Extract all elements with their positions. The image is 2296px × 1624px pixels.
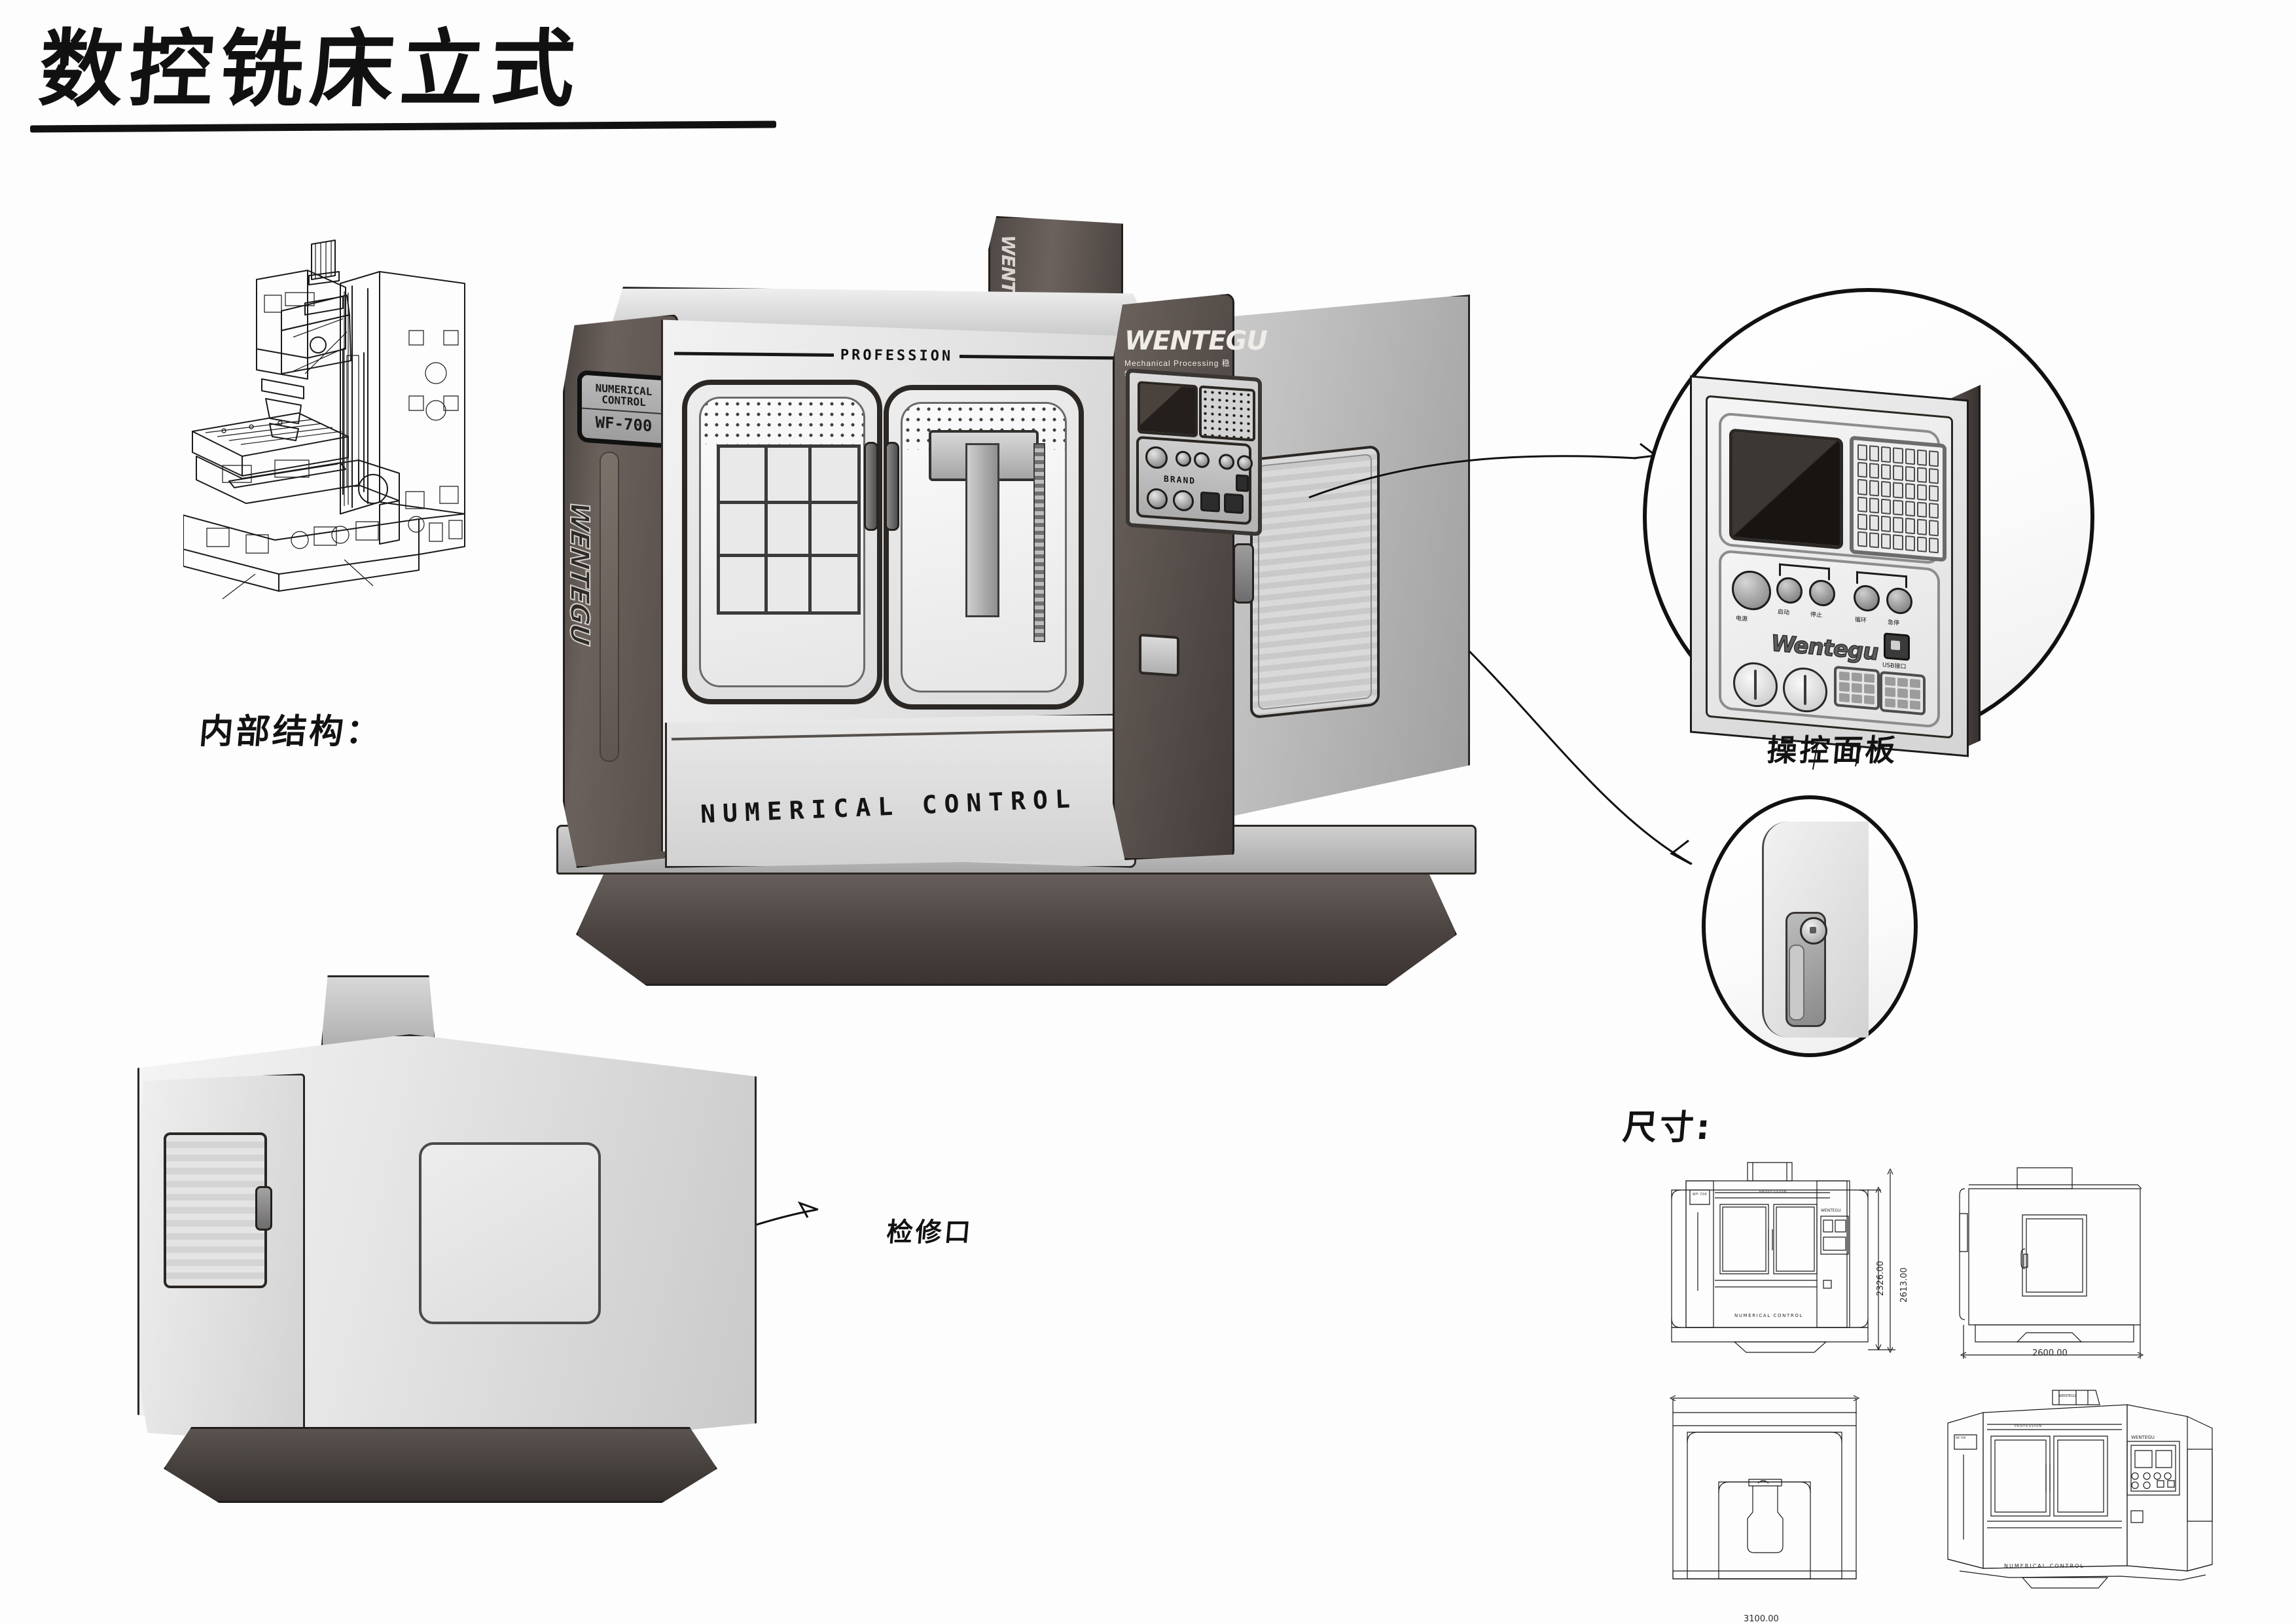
title-underline (29, 120, 777, 133)
profession-rule-left (673, 351, 834, 357)
cnc-brand-text: BRAND (1164, 474, 1196, 487)
cnc-keypad[interactable] (1199, 385, 1255, 442)
cnc-lower-panel: BRAND (1136, 435, 1253, 526)
panel-display-screen (1729, 428, 1843, 550)
machine-cnc-panel[interactable]: BRAND (1126, 368, 1262, 537)
machine-model-badge: NUMERICAL CONTROL WF-700 (577, 370, 670, 448)
cnc-dial-1[interactable] (1147, 487, 1168, 511)
panel-jog-pad-1[interactable] (1834, 665, 1880, 711)
cnc-screen (1138, 380, 1198, 438)
rear-base (164, 1427, 717, 1503)
dimension-side-view: 2600.00 (1937, 1157, 2219, 1367)
access-port-label: 检修口 (885, 1218, 975, 1248)
spindle-column-visible (965, 443, 999, 617)
door-left-glass (699, 397, 865, 687)
iso-brand: WENTEGU (2131, 1435, 2155, 1440)
panel-keypad[interactable] (1850, 435, 1946, 562)
rear-access-panel[interactable] (419, 1142, 601, 1324)
iso-top-band: PROFESSION (2015, 1424, 2042, 1428)
panel-btn-label-3: 循环 (1855, 617, 1867, 624)
title-block: 数控铣床立式 (29, 21, 825, 133)
dimension-front-view: 2326.00 2613.00 WF-700 PROFESSION WENTEG… (1649, 1152, 1931, 1362)
door-latch-callout (1702, 795, 1918, 1057)
cnc-button-2[interactable] (1194, 452, 1210, 469)
rear-window-latch[interactable] (255, 1186, 272, 1231)
cnc-pad-2[interactable] (1224, 493, 1244, 514)
badge-line2: WF-700 (595, 412, 653, 435)
dim-rear-width: 3100.00 (1744, 1614, 1779, 1624)
dimension-rear-view: 3100.00 (1649, 1375, 1931, 1624)
dimension-drawings: 2326.00 2613.00 WF-700 PROFESSION WENTEG… (1649, 1152, 2238, 1624)
door-handle-right[interactable] (885, 442, 899, 531)
profession-rule-right (960, 354, 1120, 360)
panel-btn-label-0: 电源 (1736, 615, 1748, 623)
control-panel-callout: 电源 启动 停止 循环 急停 Wentegu USB接口 (1643, 288, 2094, 757)
latch-grip-bar (1789, 945, 1804, 1020)
brandmark-name: WENTEGU (1124, 326, 1268, 356)
panel-btn-label-1: 启动 (1778, 609, 1790, 617)
latch-lock-knob[interactable] (1800, 917, 1827, 945)
page-title: 数控铣床立式 (35, 21, 585, 118)
rear-window (164, 1132, 267, 1288)
internal-structure-drawing (183, 232, 497, 677)
badge-line1: NUMERICAL CONTROL (595, 382, 653, 409)
dim-side-width: 2600.00 (2032, 1348, 2068, 1358)
rear-view-machine-illustration (124, 975, 792, 1532)
linear-rail-visible (1033, 443, 1045, 642)
control-panel-label: 操控面板 (1765, 732, 1900, 768)
dim-front-top-band: PROFESSION (1759, 1190, 1787, 1194)
dimension-iso-view: PROFESSION WF-700 WENTEGU NUMERICAL CONT… (1931, 1381, 2232, 1597)
door-left-perforation (701, 399, 863, 444)
machine-left-slot (600, 452, 619, 762)
door-handle-left[interactable] (864, 442, 878, 531)
cnc-button-3[interactable] (1219, 453, 1234, 471)
dim-front-badge: WF-700 (1693, 1193, 1708, 1197)
dim-front-brand: WENTEGU (1821, 1208, 1841, 1213)
internal-structure-label: 内部结构： (197, 712, 385, 751)
dim-front-outer: 2613.00 (1899, 1267, 1909, 1303)
dim-front-bottom-band: NUMERICAL CONTROL (1734, 1313, 1803, 1318)
profession-text: PROFESSION (840, 346, 954, 365)
dimensions-label: 尺寸: (1621, 1108, 1714, 1147)
dim-front-inner: 2326.00 (1876, 1261, 1886, 1296)
cnc-usb-port[interactable] (1236, 474, 1249, 492)
iso-bottom-band: NUMERICAL CONTROL (2004, 1563, 2085, 1569)
machine-brandmark: WENTEGU Mechanical Processing 稳特固® (1124, 326, 1268, 380)
machine-right-window (1250, 444, 1380, 719)
panel-usb-port[interactable] (1884, 632, 1910, 661)
machine-right-latch (1233, 543, 1254, 604)
machine-access-hatch[interactable] (1139, 633, 1179, 677)
cnc-dial-2[interactable] (1173, 489, 1194, 512)
panel-btn-label-4: 急停 (1888, 619, 1900, 627)
cnc-estop-knob[interactable] (1145, 445, 1168, 470)
machine-door-left[interactable] (682, 380, 882, 704)
door-right-glass (901, 402, 1067, 693)
machine-door-right[interactable] (884, 385, 1084, 710)
iso-badge: WF-700 (1956, 1436, 1966, 1439)
cnc-pad-1[interactable] (1200, 491, 1220, 513)
machine-base (576, 857, 1457, 986)
cnc-button-1[interactable] (1175, 450, 1191, 467)
door-left-interior-grid (717, 444, 861, 615)
cnc-button-4[interactable] (1237, 454, 1253, 472)
panel-jog-pad-2[interactable] (1880, 670, 1926, 716)
panel-btn-label-2: 停止 (1810, 611, 1823, 619)
main-machine-illustration: WENTEGU NUMERICAL CONTROL WF-700 WENTEGU… (537, 216, 1610, 1034)
iso-chimney-mark: WENTEGU (2059, 1394, 2076, 1398)
